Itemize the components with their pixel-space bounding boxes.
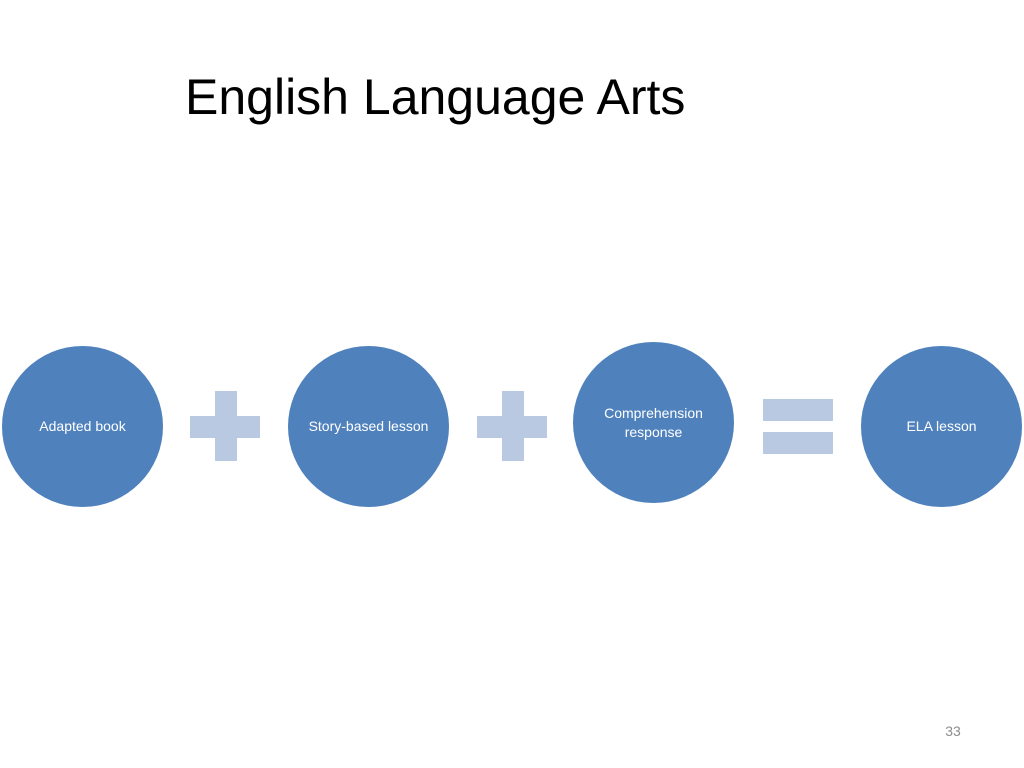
plus-icon [477, 391, 547, 461]
step-story-based-lesson: Story-based lesson [288, 346, 449, 507]
page-number: 33 [945, 723, 961, 739]
step-label: ELA lesson [906, 418, 977, 434]
step-adapted-book: Adapted book [2, 346, 163, 507]
step-label: Adapted book [39, 418, 126, 434]
step-ela-lesson: ELA lesson [861, 346, 1022, 507]
step-label: Story-based lesson [308, 418, 429, 434]
step-label: Comprehension response [604, 404, 703, 440]
slide-title: English Language Arts [185, 69, 686, 125]
plus-icon [190, 391, 260, 461]
step-comprehension-response: Comprehension response [573, 342, 734, 503]
equals-icon [763, 399, 833, 455]
